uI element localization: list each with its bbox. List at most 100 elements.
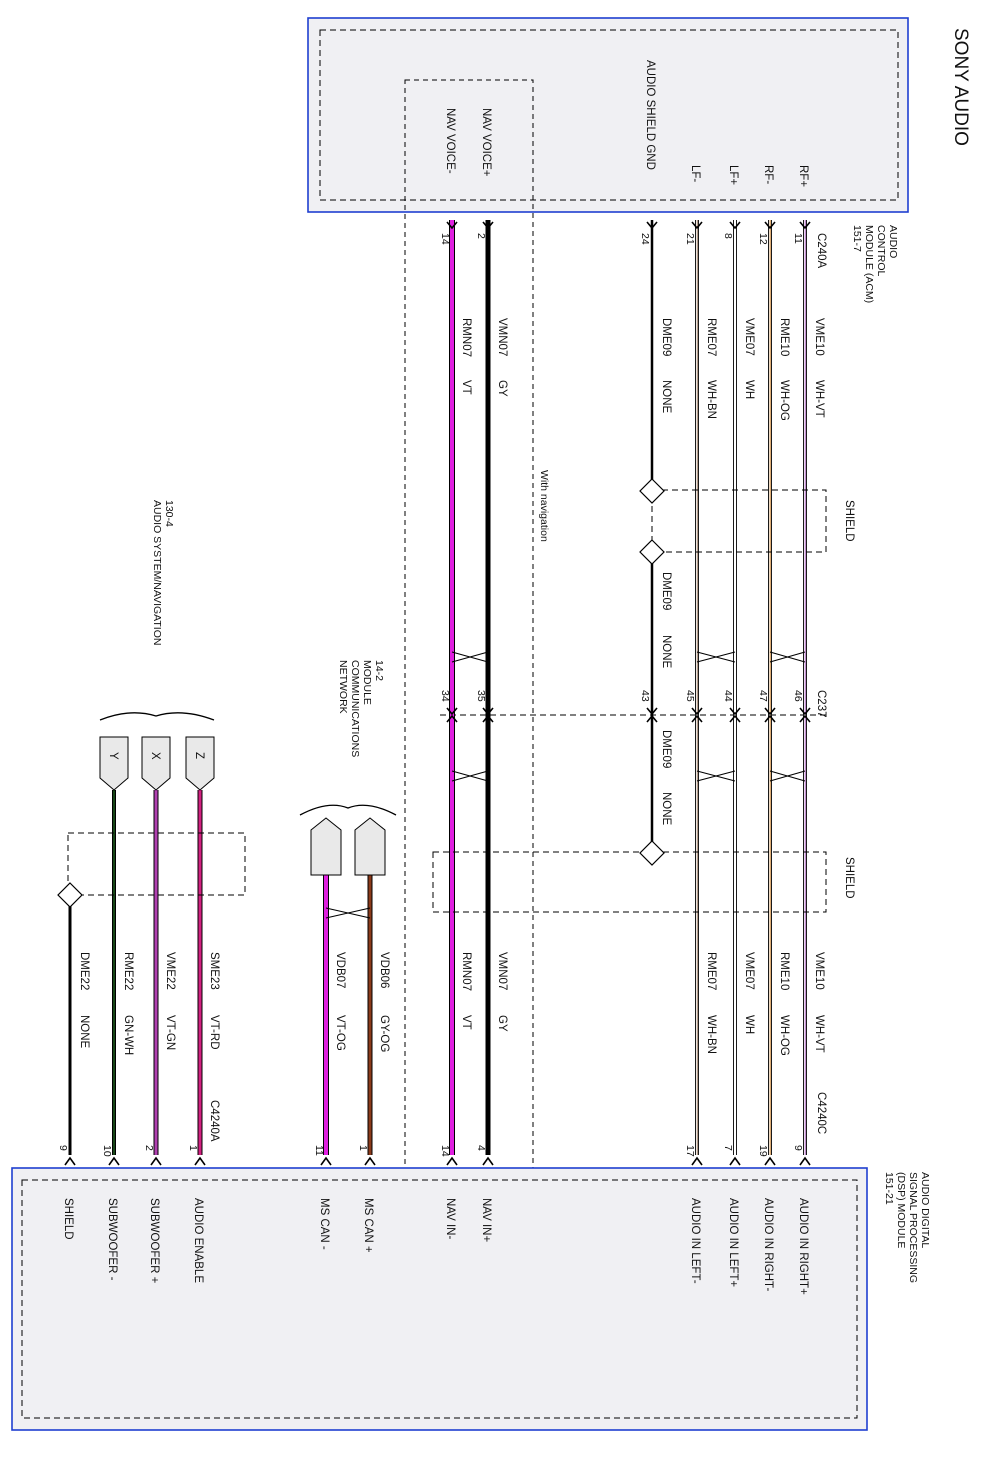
svg-text:VT-RD: VT-RD xyxy=(208,1015,220,1050)
sysnav-label: 130-4 AUDIO SYSTEM/NAVIGATION xyxy=(151,500,175,645)
acm-name: AUDIO CONTROL MODULE (ACM) 151-7 xyxy=(851,225,899,303)
svg-text:2: 2 xyxy=(143,1145,155,1151)
shield-mid-color-2: NONE xyxy=(660,792,672,826)
svg-text:WH-OG: WH-OG xyxy=(778,1015,790,1056)
shield-diamond-3 xyxy=(639,840,665,866)
shield-mid-code-1: DME09 xyxy=(660,572,672,610)
ref-y xyxy=(99,736,129,791)
acm-pin-arrows xyxy=(446,221,811,230)
dsp-pin-numbers: 9 19 7 17 4 14 1 11 1 2 10 9 xyxy=(57,1145,804,1157)
svg-text:(DSP) MODULE: (DSP) MODULE xyxy=(895,1172,907,1248)
network-connectors xyxy=(299,804,397,876)
dsp-module[interactable] xyxy=(11,1167,868,1431)
svg-text:RMN07: RMN07 xyxy=(460,318,472,357)
sub-shield-diamond xyxy=(57,882,83,908)
svg-text:NETWORK: NETWORK xyxy=(337,660,349,714)
svg-text:WH-VT: WH-VT xyxy=(813,380,825,418)
svg-text:4: 4 xyxy=(475,1145,487,1151)
reference-connectors xyxy=(99,712,215,791)
svg-text:AUDIO DIGITAL: AUDIO DIGITAL xyxy=(919,1172,931,1248)
svg-text:RME22: RME22 xyxy=(122,952,134,990)
svg-text:VMN07: VMN07 xyxy=(496,952,508,990)
circuit-labels-lower: VME10 WH-VT RME10 WH-OG VME07 WH RME07 W… xyxy=(78,952,825,1056)
svg-text:10: 10 xyxy=(101,1145,113,1157)
sysnav-brace xyxy=(99,712,215,721)
svg-text:SIGNAL PROCESSING: SIGNAL PROCESSING xyxy=(907,1172,919,1283)
with-navigation-label: With navigation xyxy=(538,470,550,542)
ref-x xyxy=(141,736,171,791)
acm-pin-shield-gnd: 24 xyxy=(639,233,651,245)
svg-text:19: 19 xyxy=(757,1145,769,1157)
svg-text:GY: GY xyxy=(496,380,508,397)
svg-text:RME07: RME07 xyxy=(705,952,717,990)
dsp-pin-labels: AUDIO IN RIGHT+ AUDIO IN RIGHT- AUDIO IN… xyxy=(62,1198,809,1295)
svg-text:WH: WH xyxy=(743,1015,755,1034)
svg-text:VT-GN: VT-GN xyxy=(164,1015,176,1050)
svg-text:RME10: RME10 xyxy=(778,318,790,356)
svg-text:9: 9 xyxy=(57,1145,69,1151)
svg-text:CONTROL: CONTROL xyxy=(875,225,887,276)
shield-box-upper xyxy=(651,489,827,553)
svg-text:DME09: DME09 xyxy=(660,318,672,356)
svg-text:NAV IN+: NAV IN+ xyxy=(480,1198,492,1242)
dsp-connector-right: C4240C xyxy=(815,1092,827,1134)
svg-text:35: 35 xyxy=(475,690,487,702)
svg-text:VDB07: VDB07 xyxy=(334,952,346,988)
svg-text:WH-BN: WH-BN xyxy=(705,1015,717,1054)
shield-box-lower xyxy=(432,851,827,913)
svg-text:WH-VT: WH-VT xyxy=(813,1015,825,1053)
svg-text:GY-OG: GY-OG xyxy=(378,1015,390,1052)
svg-text:WH-OG: WH-OG xyxy=(778,380,790,421)
svg-text:AUDIO: AUDIO xyxy=(887,225,899,258)
acm-pin-rf-plus: 11 xyxy=(792,233,804,244)
svg-text:1: 1 xyxy=(187,1145,199,1151)
acm-label-lf-minus: LF- xyxy=(689,165,701,182)
svg-text:WH: WH xyxy=(743,380,755,399)
acm-pin-nav-voice-minus: 14 xyxy=(439,233,451,245)
svg-text:151-7: 151-7 xyxy=(851,225,863,252)
svg-text:SME23: SME23 xyxy=(208,952,220,990)
svg-text:45: 45 xyxy=(684,690,696,702)
ref-z xyxy=(185,736,215,791)
svg-text:VT: VT xyxy=(460,1015,472,1030)
acm-label-nav-voice-plus: NAV VOICE+ xyxy=(480,108,492,177)
svg-text:MODULE: MODULE xyxy=(361,660,373,705)
acm-module[interactable] xyxy=(307,17,909,213)
acm-label-lf-plus: LF+ xyxy=(727,165,739,185)
page-title: SONY AUDIO xyxy=(950,28,971,146)
ref-x-label: X xyxy=(149,752,161,760)
svg-text:RME07: RME07 xyxy=(705,318,717,356)
acm-label-nav-voice-minus: NAV VOICE- xyxy=(444,108,456,174)
svg-text:DME22: DME22 xyxy=(78,952,90,990)
svg-text:VME07: VME07 xyxy=(743,952,755,990)
svg-text:WH-BN: WH-BN xyxy=(705,380,717,419)
svg-text:43: 43 xyxy=(639,690,651,702)
svg-text:VMN07: VMN07 xyxy=(496,318,508,356)
svg-text:AUDIO ENABLE: AUDIO ENABLE xyxy=(192,1198,204,1283)
dsp-connector-left: C4240A xyxy=(208,1100,220,1142)
svg-text:RME10: RME10 xyxy=(778,952,790,990)
network-label: 14-2 MODULE COMMUNICATIONS NETWORK xyxy=(337,660,385,757)
shield-diamond-1 xyxy=(639,478,665,504)
acm-label-shield-gnd: AUDIO SHIELD GND xyxy=(644,60,656,170)
c237-label: C237 xyxy=(815,690,827,718)
acm-pin-lf-minus: 21 xyxy=(684,233,696,245)
svg-text:14: 14 xyxy=(439,1145,451,1157)
svg-text:NONE: NONE xyxy=(660,380,672,414)
svg-text:34: 34 xyxy=(439,690,451,702)
acm-pin-nav-voice-plus: 2 xyxy=(475,233,487,239)
svg-text:NAV IN-: NAV IN- xyxy=(444,1198,456,1239)
shield-mid-color-1: NONE xyxy=(660,635,672,669)
svg-text:COMMUNICATIONS: COMMUNICATIONS xyxy=(349,660,361,757)
shield-mid-code-2: DME09 xyxy=(660,730,672,768)
ref-y-label: Y xyxy=(107,752,119,760)
svg-text:1: 1 xyxy=(357,1145,369,1151)
ref-z-label: Z xyxy=(193,752,205,759)
svg-text:VME07: VME07 xyxy=(743,318,755,356)
svg-text:AUDIO IN LEFT-: AUDIO IN LEFT- xyxy=(689,1198,701,1284)
svg-text:9: 9 xyxy=(792,1145,804,1151)
svg-text:GY: GY xyxy=(496,1015,508,1032)
svg-text:MS CAN +: MS CAN + xyxy=(362,1198,374,1253)
svg-text:44: 44 xyxy=(722,690,734,702)
